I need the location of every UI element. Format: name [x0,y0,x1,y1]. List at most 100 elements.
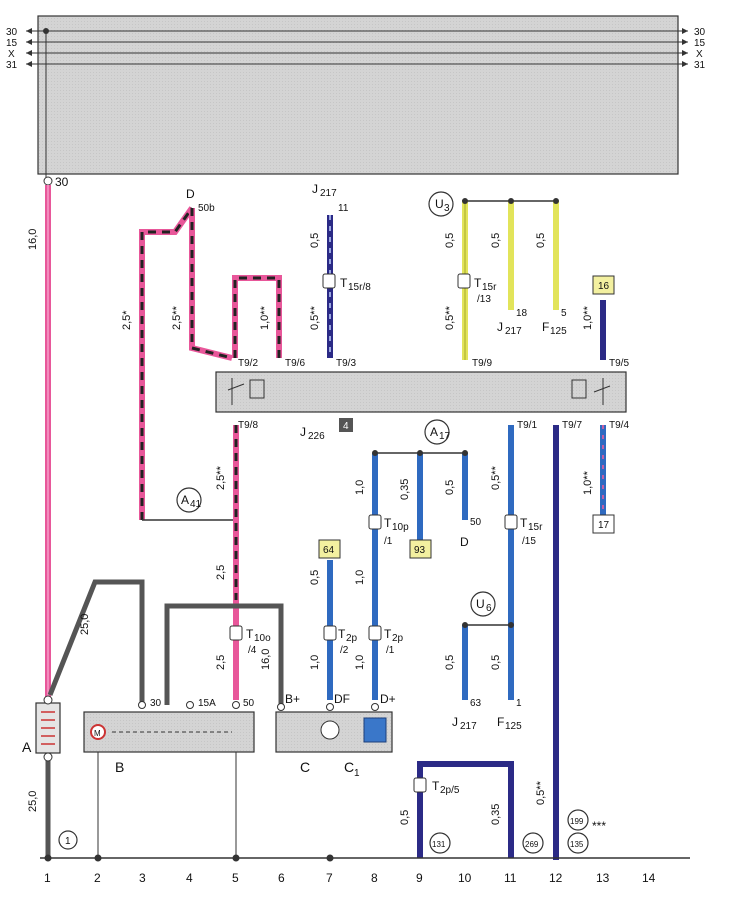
wire-pink-black-t92 [189,208,233,361]
label-t15r8-sub: 15r/8 [348,282,371,293]
label-d-plus: D+ [380,692,396,706]
battery-cells [41,711,55,745]
node-a17-b [417,450,423,456]
label-t15r13-pin: /13 [477,294,491,305]
label-a17: A [430,425,438,439]
label-j226-badge: 4 [343,421,349,432]
label-pin-50: 50 [470,517,482,528]
wire-gray-16 [164,603,284,705]
fuse-relay-panel [37,15,679,175]
j226-badge [339,418,353,432]
rail-label-left-x: X [8,49,15,60]
rail-label-left-15: 15 [6,38,18,49]
box-16 [592,275,615,295]
label-a41-sub: 41 [190,499,202,510]
label-t9-3: T9/3 [336,358,356,369]
label-a: A [22,739,32,755]
label-df: DF [334,692,350,706]
label-u6: U [476,597,485,611]
wire-navy-131-loop [417,761,514,858]
wire-size-w5a: 0,5 [309,233,321,248]
wire-size-w10: 2,5** [215,465,227,490]
label-j217-bot: J [452,715,458,729]
label-50b: 50b [198,203,215,214]
label-u3-sub: 3 [444,203,450,214]
label-t9-8: T9/8 [238,420,258,431]
column-5: 5 [232,871,239,885]
label-box-93: 93 [414,545,426,556]
label-ground-131: 131 [432,840,446,849]
label-a17-sub: 17 [439,431,451,442]
column-12: 12 [549,871,563,885]
wire-size-w5: 0,5** [309,305,321,330]
label-j217-bot-sub: 217 [460,721,477,732]
node-u3-b [508,198,514,204]
wire-size-w1: 16,0 [27,229,39,250]
label-t15r15-pin: /15 [522,536,536,547]
node-u3-a [462,198,468,204]
box-64 [318,539,341,559]
wire-size-w22: 0,5** [490,465,502,490]
wire-size-w25: 0,5 [490,655,502,670]
label-t10p-pin: /1 [384,536,393,547]
connector-icons [229,273,518,793]
label-j226-sub: 226 [308,431,325,442]
column-13: 13 [596,871,610,885]
wire-pink-black-t92-dash [190,208,233,360]
box-17 [592,514,615,534]
label-ref-135: 135 [570,840,584,849]
relay-left-switch [227,378,265,405]
wire-size-w8: 0,5 [535,233,547,248]
wire-size-labels: 16,0 25,0 2,5* 2,5** 1,0** 0,5** 0,5 0,5… [27,229,594,825]
wire-size-w6b: 0,5** [444,305,456,330]
wire-size-w12: 2,5 [215,655,227,670]
wire-size-w21: 0,5 [444,480,456,495]
label-pin-63: 63 [470,698,482,709]
rail-label-right-30: 30 [694,27,706,38]
wire-pink-black-loop-dash [233,276,281,358]
label-j217-top: J [312,182,318,196]
label-t2p5: T [432,779,440,793]
label-t2p1-pin: /1 [386,645,395,656]
label-t15r13-sub: 15r [482,282,497,293]
label-t15r15-sub: 15r [528,522,543,533]
rail-label-right-x: X [696,49,703,60]
node-u6-b [508,622,514,628]
rail-arrows [26,28,688,67]
column-8: 8 [371,871,378,885]
label-a41: A [181,493,189,507]
label-t15r15: T [520,516,528,530]
rail-label-right-15: 15 [694,38,706,49]
column-1: 1 [44,871,51,885]
label-box-16: 16 [598,281,610,292]
label-t9-2: T9/2 [238,358,258,369]
wire-pink-black-d-dash [140,207,194,520]
label-starter-50: 50 [243,698,255,709]
wire-size-w20: 0,35 [399,479,411,500]
label-box-64: 64 [323,545,335,556]
label-f125-bot-sub: 125 [505,721,522,732]
label-t9-4: T9/4 [609,420,629,431]
wire-size-w26: 0,5 [399,810,411,825]
wire-gray-25 [47,579,145,705]
label-pin-18: 18 [516,308,528,319]
wire-size-w9: 1,0** [582,305,594,330]
starter-motor-glyph: M [94,729,101,738]
label-t10o: T [246,627,254,641]
rail-label-right-31: 31 [694,60,706,71]
label-t10p: T [384,516,392,530]
label-t2p2-sub: 2p [346,633,358,644]
label-j226: J [300,425,306,439]
wire-size-w28: 0,5** [535,780,547,805]
label-pin-11: 11 [338,203,349,214]
label-f125-mid-sub: 125 [550,326,567,337]
label-d-top: D [186,187,195,201]
wire-size-w11: 2,5 [215,565,227,580]
wire-size-w24: 0,5 [444,655,456,670]
label-pin-1: 1 [516,698,522,709]
wire-size-w14: 16,0 [260,649,272,670]
label-ground-269: 269 [525,840,539,849]
label-u3: U [435,197,444,211]
circle-badges [58,191,589,854]
rail-label-left-30: 30 [6,27,18,38]
